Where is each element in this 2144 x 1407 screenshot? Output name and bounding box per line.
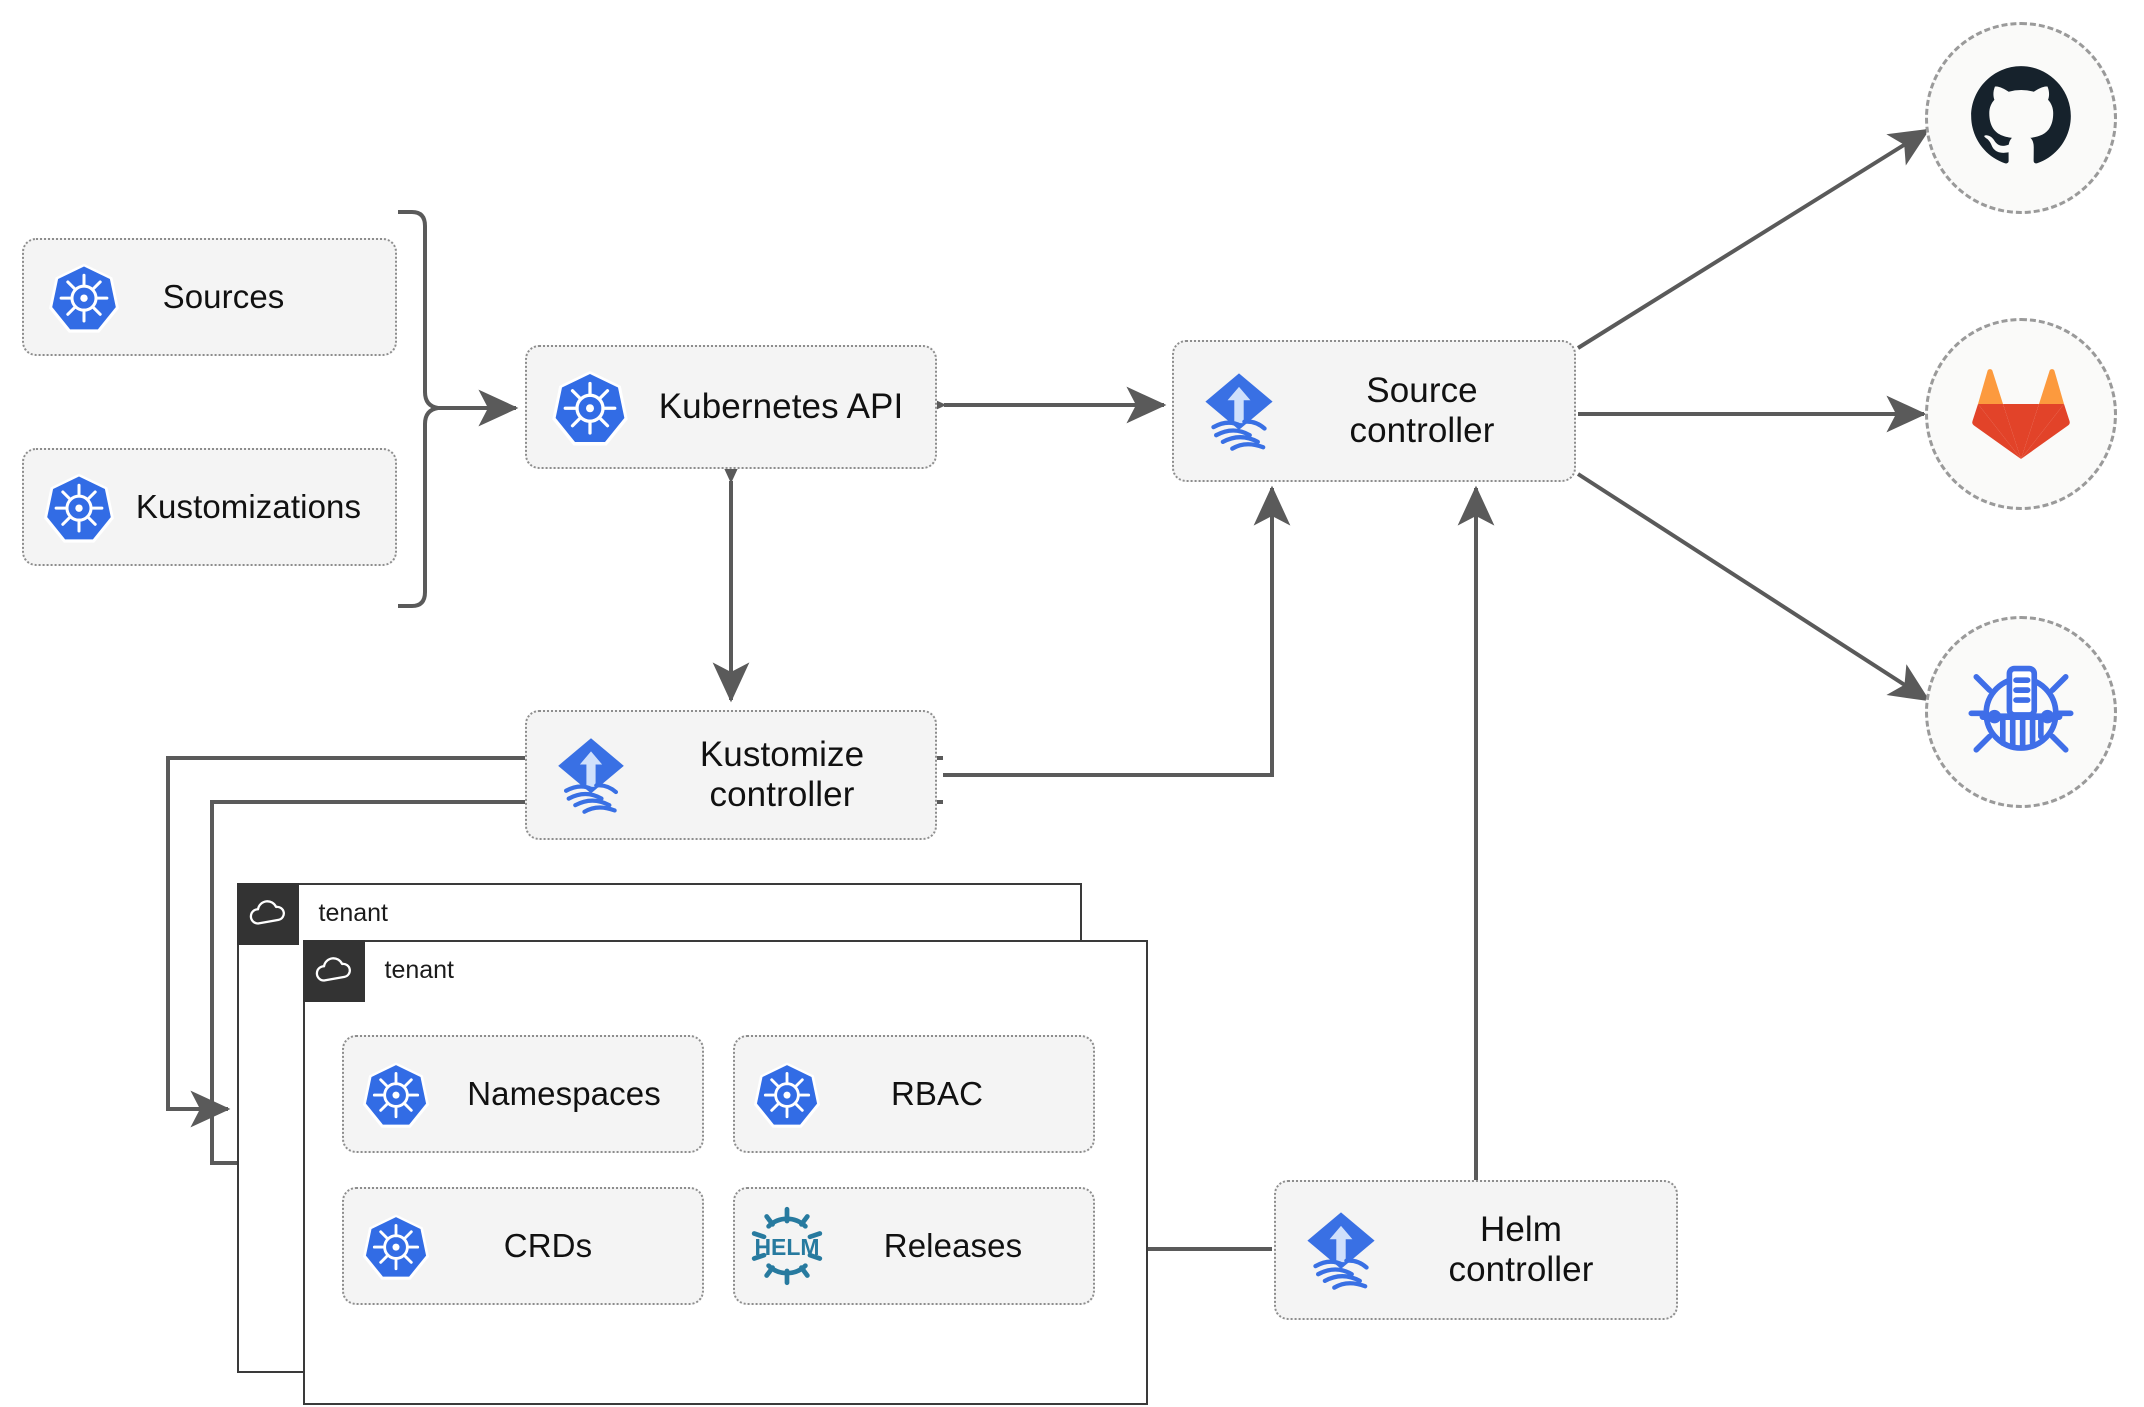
node-kubernetes-api[interactable]: Kubernetes API <box>525 345 937 469</box>
github-icon <box>1969 64 2073 173</box>
kubernetes-icon <box>344 1059 448 1129</box>
flux-icon <box>527 733 655 817</box>
node-source-controller[interactable]: Source controller <box>1172 340 1576 482</box>
helm-icon: HELM <box>735 1204 839 1288</box>
node-label: Namespaces <box>467 1075 661 1113</box>
node-releases[interactable]: HELM Releases <box>733 1187 1095 1305</box>
node-rbac[interactable]: RBAC <box>733 1035 1095 1153</box>
gitlab-icon <box>1970 364 2072 465</box>
flux-icon <box>1174 368 1304 454</box>
helm-wordmark: HELM <box>754 1234 819 1260</box>
repo-gitlab[interactable] <box>1925 318 2117 510</box>
node-label: Kustomizations <box>135 488 362 526</box>
kubernetes-icon <box>344 1211 448 1281</box>
kubernetes-icon <box>24 470 134 544</box>
kubernetes-icon <box>24 260 144 334</box>
edge-source-to-github <box>1576 128 1931 350</box>
node-sources[interactable]: Sources <box>22 238 397 356</box>
helm-repository-icon <box>1968 657 2074 768</box>
node-kustomize-controller[interactable]: Kustomize controller <box>525 710 937 840</box>
node-label: Helm controller <box>1448 1209 1594 1289</box>
edge-kustomize-to-source-controller <box>943 485 1291 777</box>
group-bracket <box>398 210 439 608</box>
node-label: Kustomize controller <box>699 734 865 814</box>
tenant-box-inner[interactable]: tenant <box>302 939 1148 1405</box>
flux-icon <box>1276 1207 1406 1293</box>
repo-github[interactable] <box>1925 22 2117 214</box>
cloud-icon <box>236 882 299 945</box>
node-label: Sources <box>162 278 285 316</box>
repo-helm-repository[interactable] <box>1925 616 2117 808</box>
tenant-header: tenant <box>302 939 455 1002</box>
cloud-icon <box>302 939 365 1002</box>
node-crds[interactable]: CRDs <box>342 1187 704 1305</box>
node-label: Releases <box>883 1227 1023 1265</box>
edge-source-to-bucket <box>1576 472 1931 702</box>
tenant-label: tenant <box>384 956 455 984</box>
node-label: RBAC <box>890 1075 984 1113</box>
kubernetes-icon <box>527 367 653 447</box>
node-label: CRDs <box>503 1227 593 1265</box>
node-label: Kubernetes API <box>658 386 904 426</box>
node-helm-controller[interactable]: Helm controller <box>1274 1180 1678 1320</box>
node-label: Source controller <box>1349 370 1495 450</box>
tenant-label: tenant <box>318 899 389 927</box>
node-namespaces[interactable]: Namespaces <box>342 1035 704 1153</box>
node-kustomizations[interactable]: Kustomizations <box>22 448 397 566</box>
kubernetes-icon <box>735 1059 839 1129</box>
tenant-header: tenant <box>236 882 389 945</box>
